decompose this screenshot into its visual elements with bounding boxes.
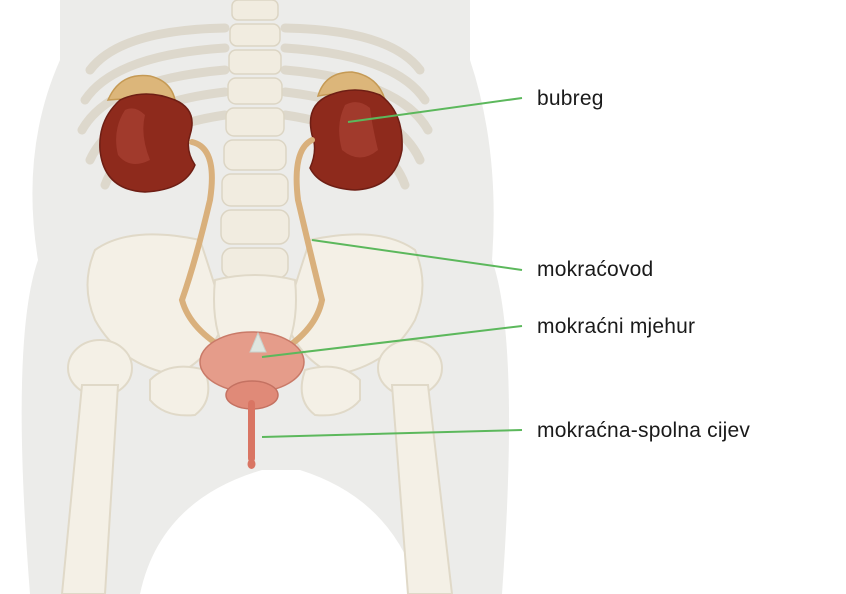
urethra xyxy=(248,400,256,469)
label-bladder: mokraćni mjehur xyxy=(537,315,695,339)
label-kidney: bubreg xyxy=(537,87,604,111)
label-ureter: mokraćovod xyxy=(537,258,653,282)
label-urethra: mokraćna-spolna cijev xyxy=(537,419,750,443)
